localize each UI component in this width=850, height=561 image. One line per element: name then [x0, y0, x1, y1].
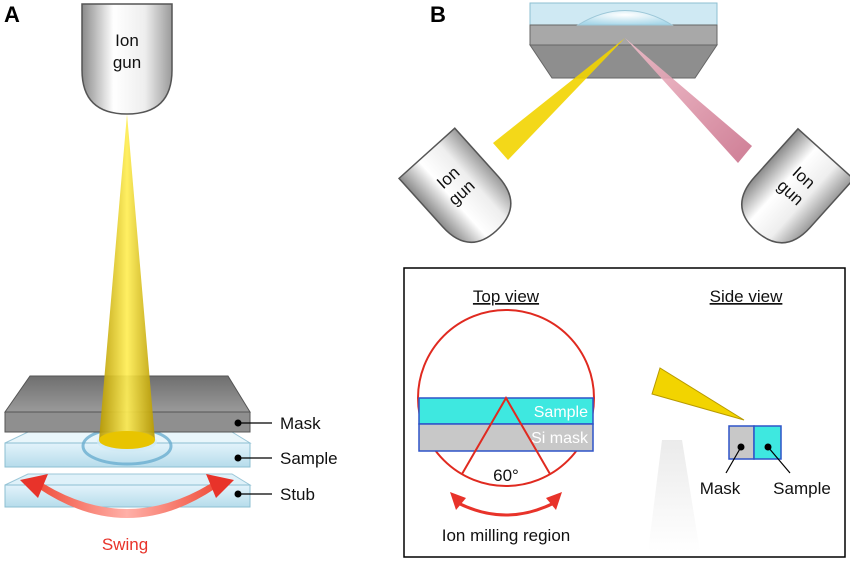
panel-b: B Ion gun Ion gun Top view [397, 2, 850, 558]
side-view-sample-label: Sample [773, 479, 831, 498]
panel-a-callouts: Mask Sample Stub [234, 414, 338, 504]
panel-b-left-beam [493, 38, 625, 160]
ion-milling-region-label: Ion milling region [442, 526, 571, 545]
top-view: Top view Sample Si mask 60° Ion milling … [417, 287, 595, 545]
panel-a: A Ion gun [4, 2, 338, 554]
panel-a-ion-beam [99, 114, 155, 449]
panel-b-right-beam [625, 38, 752, 163]
top-view-mask-strip [418, 423, 594, 452]
top-view-sample-label: Sample [534, 404, 588, 421]
swing-arrow: Swing [20, 474, 234, 554]
side-view-title: Side view [710, 287, 783, 306]
side-view-mask-label: Mask [700, 479, 741, 498]
swing-label: Swing [102, 535, 148, 554]
top-view-mask-label: Si mask [531, 430, 589, 447]
panel-a-gun-label-line2: gun [113, 53, 141, 72]
angle-label: 60° [493, 466, 519, 485]
side-view-mask-block [728, 425, 755, 460]
top-view-title: Top view [473, 287, 540, 306]
panel-b-right-ion-gun: Ion gun [741, 127, 850, 244]
angle-wedge [461, 396, 551, 475]
panel-a-ion-gun: Ion gun [81, 3, 173, 115]
stub-callout-label: Stub [280, 485, 315, 504]
side-view-beam [651, 367, 745, 421]
side-view-sample-block [753, 425, 782, 460]
mask-callout-label: Mask [280, 414, 321, 433]
panel-a-gun-label-line1: Ion [115, 31, 139, 50]
panel-b-sample-block [529, 2, 718, 79]
panel-b-letter: B [430, 2, 446, 27]
panel-b-left-ion-gun: Ion gun [397, 127, 512, 244]
panel-a-letter: A [4, 2, 20, 27]
sample-callout-label: Sample [280, 449, 338, 468]
inset-box: Top view Sample Si mask 60° Ion milling … [403, 267, 846, 558]
side-view: Side view Mask Sample [648, 287, 831, 552]
milling-swing-arc [457, 501, 555, 517]
